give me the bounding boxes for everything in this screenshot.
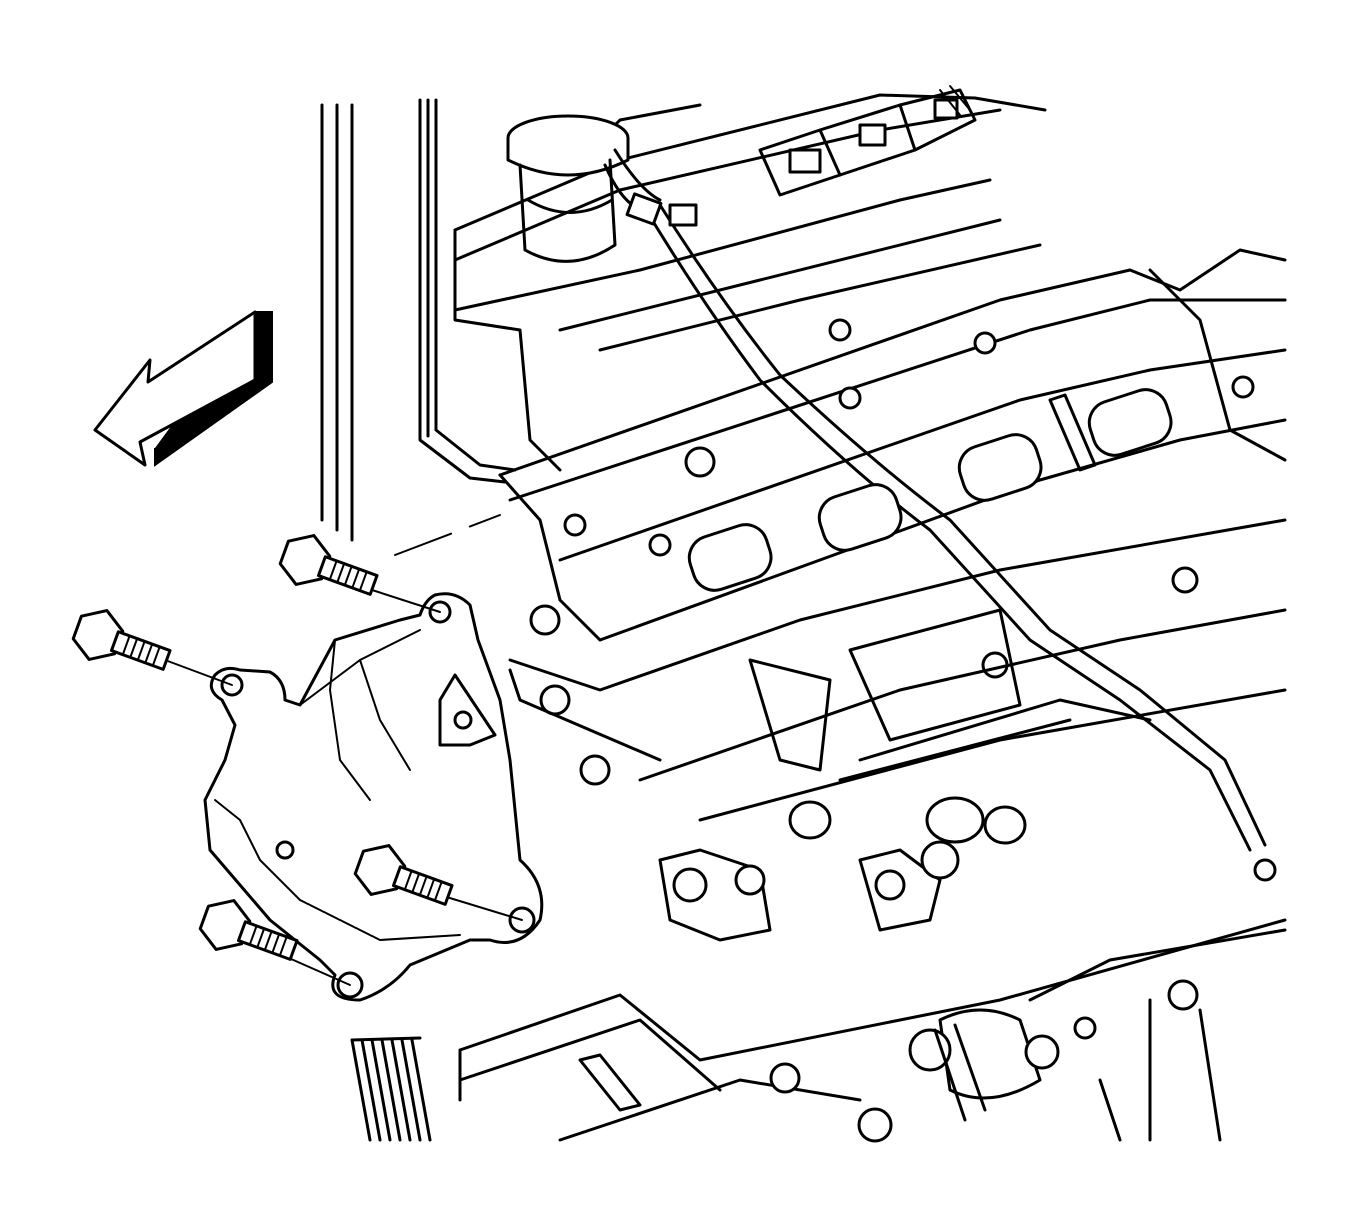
crankshaft-pulley	[350, 1036, 432, 1142]
starter-motor	[658, 840, 1042, 1122]
bolt	[198, 899, 299, 961]
vertical-guide-lines	[320, 103, 354, 542]
exhaust-ports	[563, 331, 1255, 592]
oil-pan	[458, 858, 1287, 1143]
bolt	[71, 609, 172, 671]
front-of-vehicle-arrow	[93, 310, 273, 467]
bolt	[353, 844, 454, 906]
intake-connectors	[758, 85, 977, 197]
cylinder-head	[498, 248, 1287, 642]
oil-filler-cap	[506, 114, 630, 263]
engine-assembly	[320, 85, 1287, 1143]
bolt-alignment-lines	[164, 514, 523, 986]
head-bolts	[529, 318, 1199, 786]
engine-block	[508, 518, 1287, 845]
dipstick-tube	[418, 98, 517, 484]
bolt	[278, 534, 379, 596]
wiring-harness	[603, 148, 1267, 852]
